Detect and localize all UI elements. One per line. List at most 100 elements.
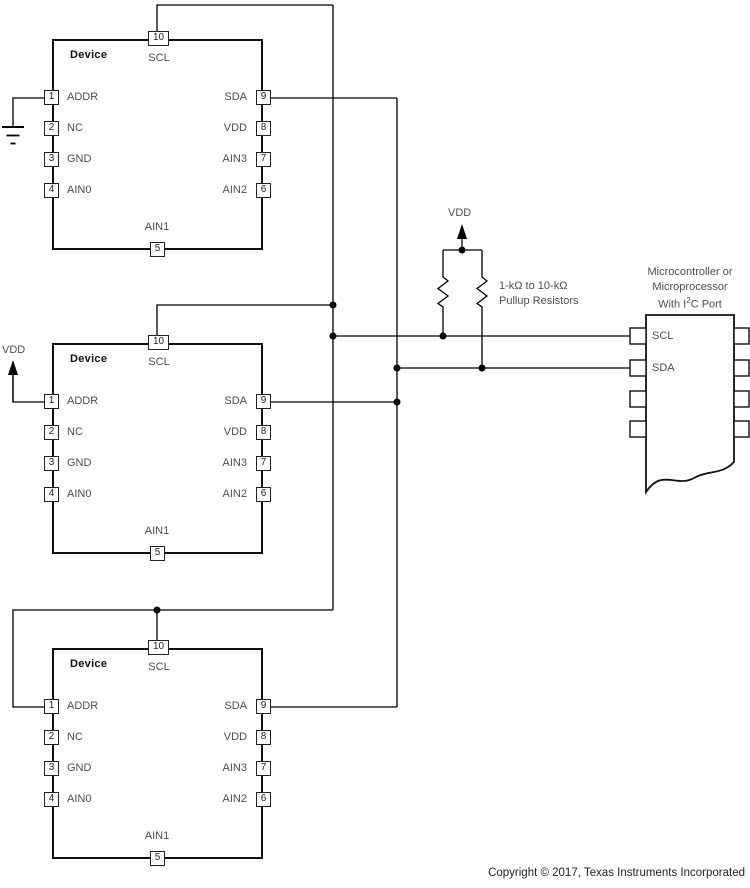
device-title: Device bbox=[70, 49, 108, 61]
mcu-title-line3: With I2C Port bbox=[658, 296, 722, 311]
junction-dots bbox=[153, 246, 486, 614]
pin-2: 2 bbox=[44, 730, 59, 745]
pin-2: 2 bbox=[44, 425, 59, 440]
pin-label-sda: SDA bbox=[224, 700, 247, 712]
device-block-3: Device 10 SCL 1 2 3 4 ADDR NC GND AIN0 9… bbox=[44, 640, 271, 866]
pin-6: 6 bbox=[256, 792, 271, 807]
wire-dev2-addr-to-vdd bbox=[12, 373, 45, 403]
junction-dot bbox=[439, 332, 447, 340]
device-block-2: Device 10 SCL 1 2 3 4 ADDR NC GND AIN0 9… bbox=[44, 335, 271, 561]
wire-dev1-addr-to-ground bbox=[12, 97, 45, 126]
mcu-title-line2: Microprocessor bbox=[652, 280, 728, 293]
mcu-pin-right-1 bbox=[733, 327, 750, 345]
junction-dot bbox=[153, 606, 161, 614]
mcu-title-line1: Microcontroller or bbox=[647, 266, 733, 278]
junction-dot bbox=[393, 364, 401, 372]
pin-10: 10 bbox=[148, 31, 169, 46]
pin-9: 9 bbox=[256, 394, 271, 409]
device-title: Device bbox=[70, 353, 108, 365]
pin-5: 5 bbox=[150, 242, 165, 257]
mcu-pin-left-4 bbox=[629, 420, 647, 438]
mcu-pin-right-3 bbox=[733, 390, 750, 408]
pin-label-gnd: GND bbox=[67, 153, 92, 165]
mcu-sda-label: SDA bbox=[652, 362, 675, 374]
pin-label-ain0: AIN0 bbox=[67, 793, 92, 805]
junction-dot bbox=[393, 398, 401, 406]
pin-label-vdd: VDD bbox=[223, 122, 247, 134]
pin-1: 1 bbox=[44, 699, 59, 714]
pin-6: 6 bbox=[256, 183, 271, 198]
pin-5: 5 bbox=[150, 546, 165, 561]
device-outline bbox=[52, 343, 263, 554]
pin-label-ain2: AIN2 bbox=[222, 184, 247, 196]
pin-6: 6 bbox=[256, 487, 271, 502]
mcu-pin-left-scl bbox=[629, 327, 647, 345]
pin-4: 4 bbox=[44, 183, 59, 198]
pin-label-nc: NC bbox=[67, 731, 83, 743]
pin-8: 8 bbox=[256, 425, 271, 440]
device-block-1: Device 10 SCL 1 2 3 4 ADDR NC GND AIN0 9… bbox=[44, 31, 271, 257]
pin-1: 1 bbox=[44, 90, 59, 105]
pin-label-scl: SCL bbox=[148, 356, 170, 368]
device-outline bbox=[52, 39, 263, 250]
copyright-text: Copyright © 2017, Texas Instruments Inco… bbox=[488, 867, 745, 879]
device-outline bbox=[52, 648, 263, 859]
wire-dev3-addr-to-scl bbox=[12, 609, 333, 708]
pin-label-ain2: AIN2 bbox=[222, 488, 247, 500]
pin-10: 10 bbox=[148, 335, 169, 350]
pin-3: 3 bbox=[44, 152, 59, 167]
pin-label-nc: NC bbox=[67, 122, 83, 134]
pin-9: 9 bbox=[256, 699, 271, 714]
wire-dev1-scl bbox=[156, 4, 333, 40]
pin-2: 2 bbox=[44, 121, 59, 136]
pin-label-addr: ADDR bbox=[67, 700, 99, 712]
pin-label-ain3: AIN3 bbox=[222, 153, 247, 165]
pin-3: 3 bbox=[44, 761, 59, 776]
mcu-pin-left-3 bbox=[629, 390, 647, 408]
pin-1: 1 bbox=[44, 394, 59, 409]
mcu-scl-label: SCL bbox=[652, 330, 674, 342]
pin-5: 5 bbox=[150, 851, 165, 866]
pin-label-nc: NC bbox=[67, 426, 83, 438]
mcu-pin-left-sda bbox=[629, 359, 647, 377]
mcu-title: Microcontroller or Microprocessor With I… bbox=[623, 265, 750, 312]
pin-7: 7 bbox=[256, 761, 271, 776]
junction-dot bbox=[478, 364, 486, 372]
pin-3: 3 bbox=[44, 456, 59, 471]
pin-label-sda: SDA bbox=[224, 91, 247, 103]
pin-label-ain0: AIN0 bbox=[67, 488, 92, 500]
vdd-arrow-icon-pullups bbox=[457, 224, 467, 250]
pin-4: 4 bbox=[44, 792, 59, 807]
mcu-pin-right-4 bbox=[733, 420, 750, 438]
pin-7: 7 bbox=[256, 152, 271, 167]
pin-10: 10 bbox=[148, 640, 169, 655]
pin-label-ain2: AIN2 bbox=[222, 793, 247, 805]
pin-label-scl: SCL bbox=[148, 52, 170, 64]
pin-8: 8 bbox=[256, 730, 271, 745]
resistor-icon-scl bbox=[436, 250, 450, 336]
pin-label-ain1: AIN1 bbox=[144, 525, 170, 537]
pin-label-vdd: VDD bbox=[223, 426, 247, 438]
pin-label-ain1: AIN1 bbox=[144, 221, 170, 233]
junction-dot bbox=[329, 301, 337, 309]
pin-9: 9 bbox=[256, 90, 271, 105]
pin-label-ain3: AIN3 bbox=[222, 457, 247, 469]
wire-dev2-scl bbox=[156, 304, 333, 344]
pullup-value-label: 1-kΩ to 10-kΩ bbox=[499, 280, 568, 292]
device-title: Device bbox=[70, 658, 108, 670]
mcu-pin-right-2 bbox=[733, 359, 750, 377]
pin-label-scl: SCL bbox=[148, 661, 170, 673]
pullup-name-label: Pullup Resistors bbox=[499, 295, 579, 307]
pin-label-ain1: AIN1 bbox=[144, 830, 170, 842]
mcu-body bbox=[629, 314, 750, 495]
junction-dot bbox=[458, 246, 466, 254]
resistor-icon-sda bbox=[475, 250, 489, 368]
pin-label-gnd: GND bbox=[67, 762, 92, 774]
pin-7: 7 bbox=[256, 456, 271, 471]
pin-4: 4 bbox=[44, 487, 59, 502]
pin-label-vdd: VDD bbox=[223, 731, 247, 743]
pin-8: 8 bbox=[256, 121, 271, 136]
pullup-network bbox=[436, 224, 489, 368]
